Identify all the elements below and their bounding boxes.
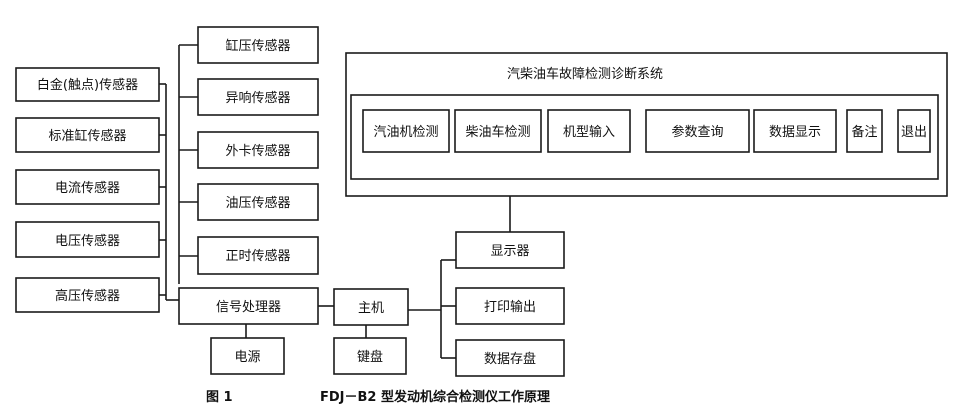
sensor-box-standard-cylinder: 标准缸传感器	[15, 117, 160, 153]
sensor-group-middle: 缸压传感器 异响传感器 外卡传感器 油压传感器 正时传感器	[197, 26, 319, 275]
module-label: 退出	[901, 125, 927, 140]
sensor-label: 白金(触点)传感器	[37, 77, 138, 93]
diagnostic-system-box: 汽柴油车故障检测诊断系统 汽油机检测 柴油车检测 机型输入 参数查询 数据显示 …	[345, 52, 948, 197]
sensor-label: 异响传感器	[225, 90, 290, 106]
sensor-label: 电压传感器	[55, 233, 120, 249]
sensor-label: 电流传感器	[55, 180, 120, 196]
sensor-box-voltage: 电压传感器	[15, 221, 160, 258]
output-label: 打印输出	[484, 299, 536, 315]
power-label: 电源	[234, 350, 260, 365]
module-parameter-query: 参数查询	[645, 109, 750, 153]
sensor-box-clamp-on: 外卡传感器	[197, 131, 319, 169]
sensor-label: 正时传感器	[225, 248, 290, 264]
signal-processor-box: 信号处理器	[178, 287, 319, 325]
data-save-box: 数据存盘	[455, 339, 565, 377]
power-box: 电源	[210, 337, 285, 375]
module-model-input: 机型输入	[547, 109, 631, 153]
module-label: 机型输入	[563, 124, 615, 140]
sensor-box-abnormal-noise: 异响传感器	[197, 78, 319, 116]
sensor-label: 外卡传感器	[225, 143, 290, 159]
output-label: 数据存盘	[484, 351, 536, 367]
sensor-box-high-voltage: 高压传感器	[15, 277, 160, 313]
display-box: 显示器	[455, 231, 565, 269]
module-label: 汽油机检测	[373, 125, 438, 140]
sensor-box-current: 电流传感器	[15, 169, 160, 205]
signal-processor-label: 信号处理器	[216, 300, 281, 315]
module-label: 备注	[851, 124, 877, 140]
sensor-label: 标准缸传感器	[48, 128, 126, 144]
module-diesel-vehicle-test: 柴油车检测	[454, 109, 542, 153]
figure-title: FDJ－B2 型发动机综合检测仪工作原理	[320, 389, 550, 405]
keyboard-label: 键盘	[357, 349, 383, 365]
sensor-group-left: 白金(触点)传感器 标准缸传感器 电流传感器 电压传感器 高压传感器	[15, 67, 160, 313]
module-data-display: 数据显示	[753, 109, 837, 153]
sensor-box-cylinder-pressure: 缸压传感器	[197, 26, 319, 64]
host-box: 主机	[333, 288, 409, 326]
module-exit: 退出	[897, 109, 931, 153]
sensor-box-timing: 正时传感器	[197, 236, 319, 275]
output-group: 显示器 打印输出 数据存盘	[455, 231, 565, 377]
figure-caption: 图 1 FDJ－B2 型发动机综合检测仪工作原理	[206, 389, 550, 405]
keyboard-box: 键盘	[333, 337, 407, 375]
connector-lines	[159, 44, 511, 359]
module-label: 参数查询	[671, 124, 723, 140]
sensor-label: 油压传感器	[225, 195, 290, 211]
sensor-box-platinum-contact: 白金(触点)传感器	[15, 67, 160, 102]
sensor-box-oil-pressure: 油压传感器	[197, 183, 319, 221]
module-label: 柴油车检测	[465, 124, 530, 140]
module-label: 数据显示	[769, 125, 821, 140]
system-title: 汽柴油车故障检测诊断系统	[507, 66, 663, 82]
output-label: 显示器	[490, 244, 529, 259]
module-notes: 备注	[846, 109, 883, 153]
figure-number: 图 1	[206, 390, 233, 405]
module-gasoline-engine-test: 汽油机检测	[362, 109, 450, 153]
print-output-box: 打印输出	[455, 287, 565, 325]
sensor-label: 缸压传感器	[225, 38, 290, 54]
sensor-label: 高压传感器	[55, 288, 120, 304]
host-label: 主机	[358, 301, 384, 316]
